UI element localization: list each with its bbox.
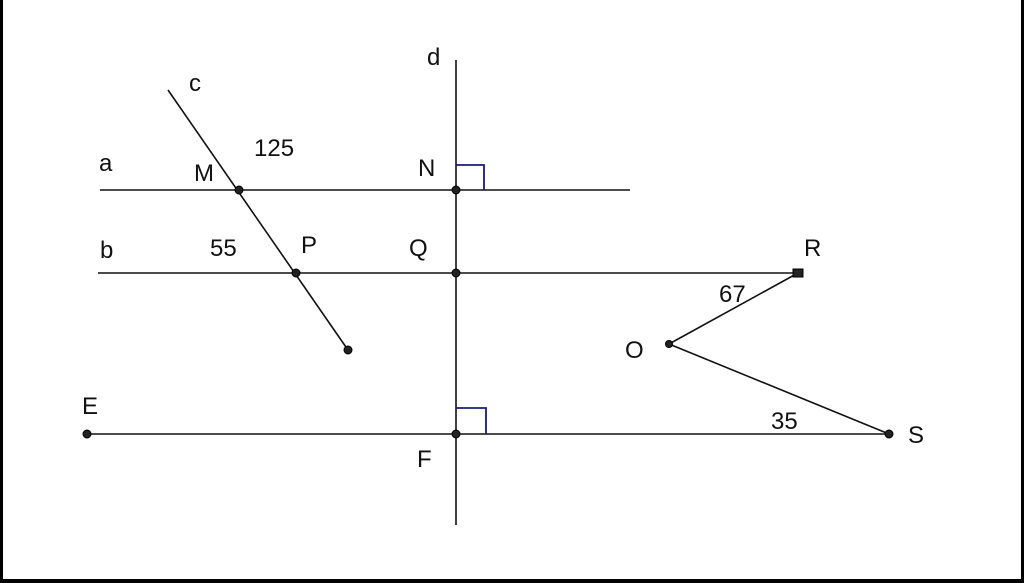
label-point-R: R [804, 235, 821, 262]
label-point-M: M [194, 160, 214, 187]
right-angle-mark-F [456, 407, 487, 434]
label-point-O: O [625, 337, 644, 364]
point-E [82, 429, 92, 439]
label-point-N: N [418, 155, 435, 182]
point-S [884, 429, 894, 439]
angle-label-S: 35 [771, 408, 798, 435]
point-N [451, 185, 461, 195]
label-point-E: E [82, 393, 98, 420]
point-F [451, 429, 461, 439]
angle-label-P: 55 [210, 235, 237, 262]
right-angle-mark-N [456, 164, 485, 190]
point-O [665, 340, 673, 348]
point-Q [451, 268, 461, 278]
angle-label-R: 67 [719, 281, 746, 308]
label-point-F: F [417, 446, 432, 473]
segment-RO [668, 272, 799, 345]
label-line-d: d [427, 44, 440, 71]
segment-OS [668, 343, 890, 435]
point-R [792, 268, 804, 278]
point-c-end [343, 345, 353, 355]
geometry-diagram: a b c d M N P Q R O E F S 125 55 67 35 [82, 44, 924, 525]
label-line-a: a [99, 150, 113, 177]
label-point-P: P [301, 232, 317, 259]
label-point-Q: Q [409, 235, 428, 262]
label-line-c: c [189, 70, 201, 97]
point-P [291, 268, 301, 278]
label-point-S: S [908, 422, 924, 449]
angle-label-M: 125 [254, 135, 294, 162]
point-M [234, 185, 244, 195]
label-line-b: b [100, 237, 113, 264]
line-c [167, 89, 349, 351]
